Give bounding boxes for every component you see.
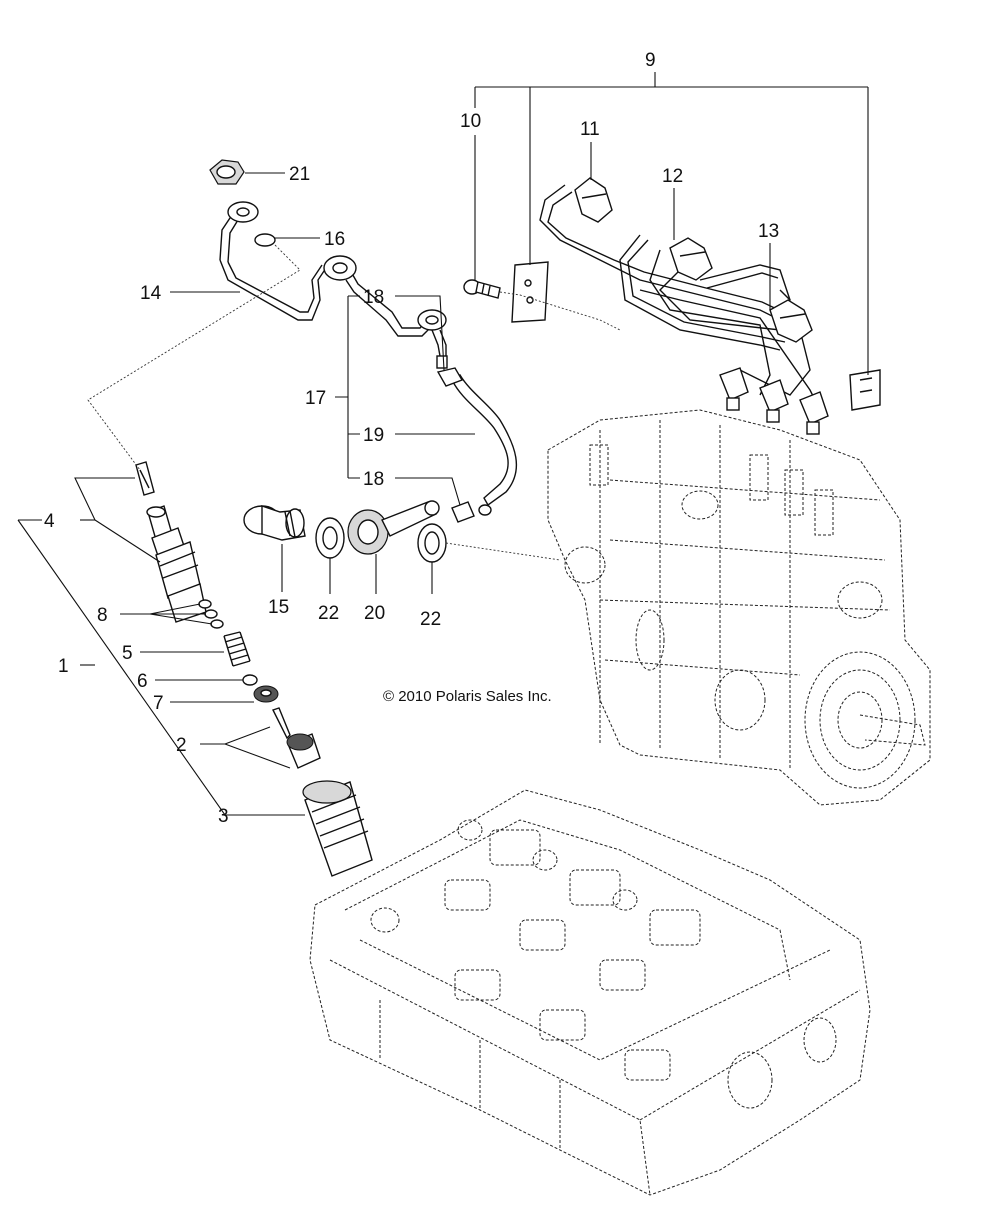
pipe-nut-12: [669, 237, 713, 281]
callout-4: 4: [44, 511, 55, 532]
callout-21: 21: [289, 164, 310, 185]
pipe-lower-nuts: [719, 367, 829, 435]
return-hose: [451, 374, 518, 507]
high-pressure-pipe-assembly: [539, 184, 816, 401]
banjo-washer-inner: [236, 207, 250, 217]
callout-9: 9: [645, 50, 656, 71]
o-ring-set: [198, 599, 224, 629]
hose-clamp-upper: [436, 367, 464, 387]
callout-20: 20: [364, 603, 385, 624]
spring-washer: [242, 674, 258, 686]
fuel-injection-pump: [547, 409, 931, 806]
callout-7: 7: [153, 693, 164, 714]
callout-13: 13: [758, 221, 779, 242]
callout-6: 6: [137, 671, 148, 692]
callout-5: 5: [122, 643, 133, 664]
sealing-washer-left-inner: [322, 526, 338, 550]
callout-labels: 1 2 3 4 5 6 7 8 9 10 11 12 13 14 15 16 1…: [44, 50, 779, 827]
cylinder-head: [309, 789, 871, 1196]
callout-15: 15: [268, 597, 289, 618]
pipe-clamp-right: [849, 369, 881, 411]
callout-18-upper: 18: [363, 287, 384, 308]
callout-3: 3: [218, 806, 229, 827]
callout-18-lower: 18: [363, 469, 384, 490]
callout-22-left: 22: [318, 603, 339, 624]
nozzle: [286, 733, 321, 769]
callout-12: 12: [662, 166, 683, 187]
nozzle-retaining-nut: [302, 780, 373, 877]
callout-17: 17: [305, 388, 326, 409]
nozzle-needle: [272, 707, 291, 740]
leader-18-lower: [395, 477, 461, 506]
injector-clip: [135, 461, 155, 496]
pipe-alignment-line: [87, 244, 301, 471]
callout-19: 19: [363, 425, 384, 446]
leader-9: [474, 72, 869, 375]
callout-14: 14: [140, 283, 162, 304]
banjo-bolt: [243, 505, 306, 541]
callout-1: 1: [58, 656, 69, 677]
injector-body: [146, 505, 207, 623]
washer-16: [254, 233, 276, 247]
banjo-alignment-line: [445, 542, 561, 561]
leader-18-upper: [395, 295, 445, 371]
callout-8: 8: [97, 605, 108, 626]
callout-11: 11: [580, 119, 600, 140]
callout-22-right: 22: [420, 609, 441, 630]
banjo-fitting: [347, 500, 440, 555]
pipe-nut-13: [769, 299, 813, 343]
injector-callout-leaders: [17, 477, 305, 816]
callout-10: 10: [460, 111, 481, 132]
hex-nut: [209, 159, 245, 185]
copyright-notice: © 2010 Polaris Sales Inc.: [383, 688, 552, 705]
injector-spring: [223, 631, 251, 667]
sealing-washer-right-inner: [424, 531, 440, 555]
leader-17: [335, 295, 360, 479]
pipe-nut-11: [574, 177, 613, 223]
callout-16: 16: [324, 229, 345, 250]
hose-clamp-lower: [451, 501, 492, 523]
clamp-bolt: [463, 279, 501, 299]
pipe-clamp-left: [511, 261, 549, 323]
spacer-cap: [253, 685, 279, 703]
callout-2: 2: [176, 735, 187, 756]
